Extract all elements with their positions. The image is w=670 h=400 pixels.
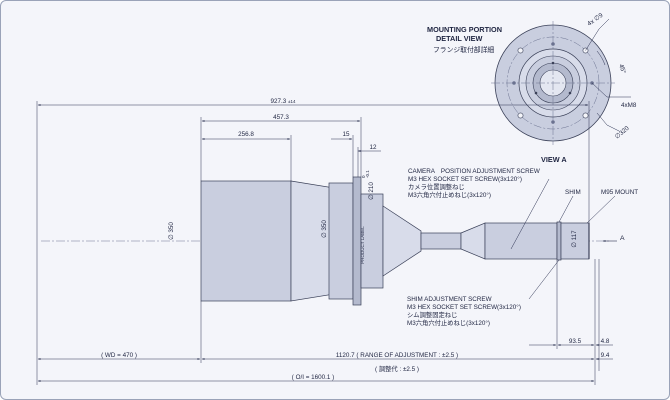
view-a-label: VIEW A [541, 155, 567, 164]
bolt-hole [517, 47, 524, 54]
dim-15-label: 15 [342, 131, 350, 138]
dim-range-label: 1120.7 ( RANGE OF ADJUSTMENT : ±2.5 ) [336, 352, 458, 359]
hole-leader [585, 18, 610, 51]
dia-350-mid: ∅ 350 [321, 220, 328, 238]
bolt-hole [517, 112, 524, 119]
camera-screw-label-4: M3六角穴付止めねじ(3x120°) [408, 190, 491, 199]
neck-tube [420, 232, 462, 250]
detail-title-2: DETAIL VIEW [436, 34, 482, 43]
camera-screw-leader [510, 178, 550, 250]
dim-94-label: 9.4 [601, 352, 610, 359]
dim-oi-label: ( O/I = 1600.1 ) [292, 374, 335, 381]
front-rim [328, 182, 354, 300]
angle-arc [596, 50, 606, 66]
thread-hole [551, 42, 555, 46]
dim-256-label: 256.8 [238, 131, 254, 138]
bolt-hole [582, 112, 589, 119]
screw-mark [534, 91, 538, 95]
thread-hole [512, 81, 516, 85]
mounting-detail-view [491, 18, 631, 145]
thread-leader [591, 82, 631, 98]
taper-section [382, 205, 422, 277]
shim-ring [556, 221, 562, 261]
dia-210-tol-top: 0 [361, 175, 366, 178]
rear-tube [484, 222, 558, 260]
camera-screw-label-2: M3 HEX SOCKET SET SCREW(3x120°) [408, 175, 522, 183]
dia-210: ∅ 210 [368, 182, 375, 200]
dim-93-label: 93.5 [569, 338, 582, 345]
hole-label: 4x ∅9 [586, 12, 605, 28]
view-arrow-label: A [620, 235, 625, 242]
angle-label: 45° [617, 63, 628, 75]
mount-leader [586, 195, 616, 224]
dim-range-jp-label: ( 調整代 : ±2.5 ) [375, 364, 419, 373]
shim-screw-label-2: M3 HEX SOCKET SET SCREW(3x120°) [407, 303, 521, 311]
neck-flare [460, 222, 486, 260]
shim-screw-label-4: M3六角穴付止めねじ(3x120°) [407, 318, 490, 327]
thread-label: 4xM8 [621, 102, 637, 109]
dia-117: ∅ 117 [571, 230, 578, 248]
mount-label: M95 MOUNT [601, 189, 638, 196]
thread-hole [551, 120, 555, 124]
detail-title-1: MOUNTING PORTION [427, 25, 502, 34]
detail-title-jp: フランジ取付部詳細 [433, 45, 494, 54]
dia-210-tol-bottom: -0.1 [365, 170, 370, 178]
camera-screw-label-1: CAMERA POSITION ADJUSTMENT SCREW [408, 168, 540, 175]
pcd-label: ∅320 [614, 125, 631, 141]
lens-body [200, 176, 590, 306]
dim-48-label: 4.8 [601, 338, 610, 345]
shim-screw-label-3: シム調整固定ねじ [407, 310, 457, 319]
camera-screw-label-3: カメラ位置調整ねじ [408, 182, 465, 191]
shim-screw-leader [528, 259, 560, 300]
dim-457-label: 457.3 [273, 114, 289, 121]
large-barrel [200, 180, 292, 302]
shim-screw-label-1: SHIM ADJUSTMENT SCREW [407, 296, 492, 303]
pcd-leader [596, 112, 620, 132]
dim-12-label: 12 [369, 144, 377, 151]
screw-mark [551, 61, 555, 65]
screw-mark [568, 91, 572, 95]
flange-label-text: PRODUCT LABEL [360, 226, 365, 264]
shim-leader [558, 195, 574, 223]
shim-label: SHIM [565, 189, 581, 196]
dia-350-left: ∅ 350 [168, 222, 175, 240]
dim-wd-label: ( WD = 470 ) [101, 352, 137, 359]
dim-927-label: 927.3 ±14 [271, 98, 296, 105]
